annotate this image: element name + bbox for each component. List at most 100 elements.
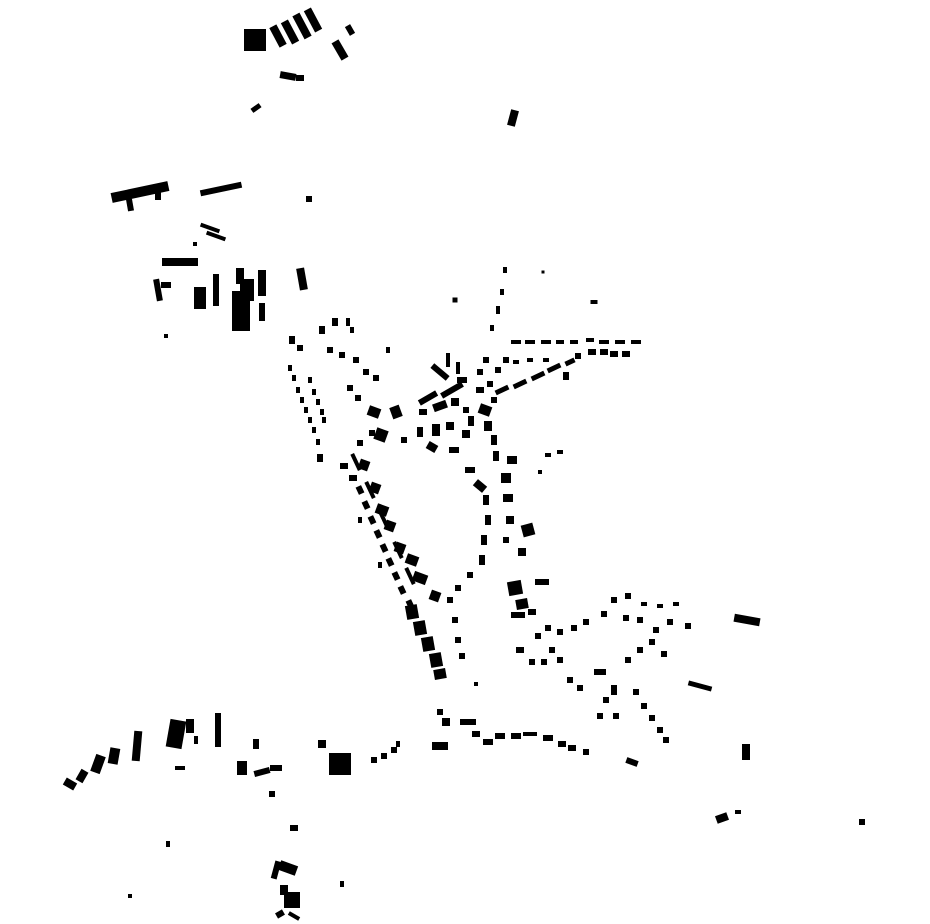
- building: [236, 268, 244, 284]
- building: [155, 192, 161, 200]
- building: [733, 613, 761, 627]
- building: [545, 453, 551, 457]
- building: [663, 737, 669, 743]
- building: [280, 885, 288, 895]
- building: [432, 399, 448, 413]
- building: [165, 718, 187, 750]
- building: [425, 441, 439, 453]
- building: [641, 602, 647, 606]
- building: [270, 860, 282, 880]
- building: [420, 636, 436, 652]
- building: [62, 777, 78, 791]
- building: [369, 430, 375, 436]
- building: [546, 362, 562, 374]
- building: [199, 222, 221, 234]
- building: [344, 24, 356, 36]
- building: [467, 572, 473, 578]
- building: [428, 652, 444, 668]
- building: [437, 709, 443, 715]
- building: [465, 467, 475, 473]
- building: [110, 181, 170, 203]
- building: [491, 397, 497, 403]
- building: [495, 367, 501, 373]
- building: [631, 340, 641, 344]
- building: [446, 422, 454, 430]
- building: [215, 713, 221, 747]
- building: [518, 548, 526, 556]
- building: [442, 718, 450, 726]
- building: [126, 198, 134, 212]
- building: [506, 516, 514, 524]
- building: [649, 715, 655, 721]
- building: [500, 289, 504, 295]
- building: [545, 625, 551, 631]
- building: [541, 659, 547, 665]
- building: [570, 340, 578, 344]
- building: [253, 767, 271, 777]
- building: [240, 279, 254, 301]
- building: [303, 7, 323, 33]
- building: [373, 427, 389, 443]
- building: [186, 719, 194, 733]
- building: [487, 381, 493, 387]
- building: [673, 602, 679, 606]
- building: [557, 629, 563, 635]
- building: [549, 647, 555, 653]
- building: [322, 417, 326, 423]
- building: [714, 812, 730, 824]
- building: [495, 733, 505, 739]
- building: [599, 340, 609, 344]
- building: [355, 485, 365, 495]
- building: [625, 657, 631, 663]
- building: [468, 416, 474, 426]
- building: [411, 570, 429, 586]
- building: [575, 353, 581, 359]
- building: [428, 589, 442, 603]
- building: [385, 557, 395, 567]
- building: [615, 340, 625, 344]
- building: [430, 363, 450, 381]
- building: [538, 470, 542, 474]
- building: [557, 657, 563, 663]
- building: [308, 377, 312, 383]
- building: [459, 653, 465, 659]
- building: [280, 19, 300, 45]
- building: [567, 677, 573, 683]
- building: [318, 740, 326, 748]
- building: [317, 454, 323, 462]
- building: [269, 24, 287, 48]
- building: [460, 719, 476, 725]
- building: [277, 860, 299, 876]
- building: [391, 571, 401, 581]
- building: [396, 741, 400, 747]
- building: [279, 71, 297, 81]
- building: [859, 819, 865, 825]
- building: [417, 427, 423, 437]
- building: [340, 463, 348, 469]
- building: [346, 318, 350, 326]
- building: [742, 744, 750, 760]
- building: [300, 397, 304, 403]
- building: [381, 753, 387, 759]
- building: [506, 579, 524, 597]
- building: [463, 407, 469, 413]
- building: [250, 103, 262, 113]
- building: [600, 349, 608, 355]
- building: [625, 757, 639, 767]
- building: [501, 473, 511, 483]
- building: [289, 336, 295, 344]
- building: [258, 270, 266, 296]
- building: [613, 713, 619, 719]
- building: [649, 639, 655, 645]
- building: [244, 29, 266, 51]
- building: [503, 267, 507, 273]
- building: [456, 362, 460, 374]
- building: [449, 447, 459, 453]
- building: [483, 357, 489, 363]
- building: [367, 515, 377, 525]
- building: [296, 267, 308, 291]
- building: [577, 685, 583, 691]
- building: [404, 566, 416, 586]
- building: [373, 375, 379, 381]
